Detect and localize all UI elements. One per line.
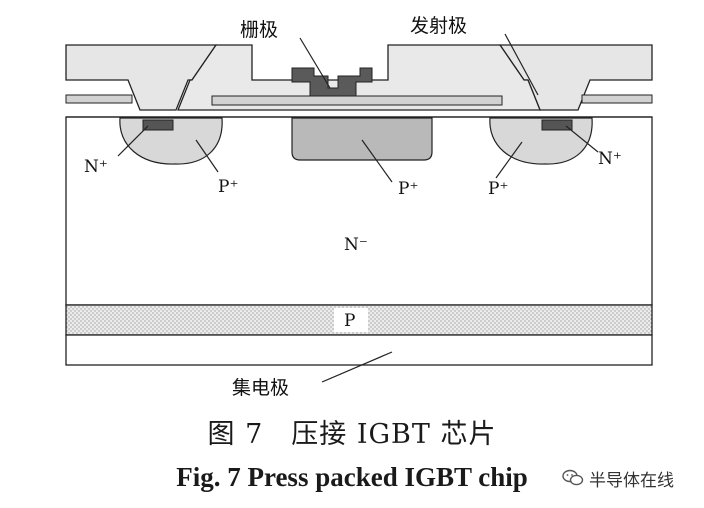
- n-minus-label: N⁻: [344, 235, 368, 255]
- oxide-strip-left: [65, 94, 133, 104]
- watermark-badge: 半导体在线: [558, 466, 704, 491]
- emitter-label: 发射极: [410, 15, 467, 37]
- p-plus-left-leader: [195, 139, 219, 173]
- n-plus-label-right: N⁺: [598, 149, 622, 169]
- p-plus-label-center: P⁺: [398, 179, 418, 199]
- p-plus-well-center: [291, 117, 433, 161]
- collector-label: 集电极: [232, 377, 289, 399]
- watermark-text: 半导体在线: [589, 470, 674, 491]
- p-plus-center-leader: [361, 139, 393, 183]
- n-plus-label-left: N⁺: [84, 157, 108, 177]
- oxide-strip-center: [211, 95, 503, 106]
- gate-oxide-center: [177, 44, 541, 111]
- gate-leader-line: [299, 37, 331, 89]
- figure-caption-english: Fig. 7 Press packed IGBT chip: [176, 462, 528, 492]
- p-layer-label: P: [344, 311, 355, 331]
- n-plus-region-left: [142, 119, 174, 131]
- igbt-cross-section-diagram: 栅极 发射极 N⁺ P⁺ P⁺ P⁺ N⁺ N⁻ P 集电极: [65, 15, 653, 399]
- wechat-icon: [562, 469, 584, 486]
- oxide-strip-right: [581, 94, 653, 104]
- collector-leader-line: [321, 351, 393, 383]
- p-plus-label-right: P⁺: [488, 179, 508, 199]
- n-plus-right-leader: [565, 125, 599, 153]
- gate-label: 栅极: [240, 19, 278, 41]
- collector-metal: [65, 334, 653, 366]
- n-plus-left-leader: [117, 125, 149, 157]
- n-plus-region-right: [541, 119, 573, 131]
- figure-caption-chinese: 图 7 压接 IGBT 芯片: [207, 419, 497, 450]
- emitter-leader-line: [504, 33, 539, 96]
- p-plus-label-left: P⁺: [218, 177, 238, 197]
- p-layer-label-box: [334, 308, 368, 332]
- p-plus-right-leader: [495, 141, 523, 179]
